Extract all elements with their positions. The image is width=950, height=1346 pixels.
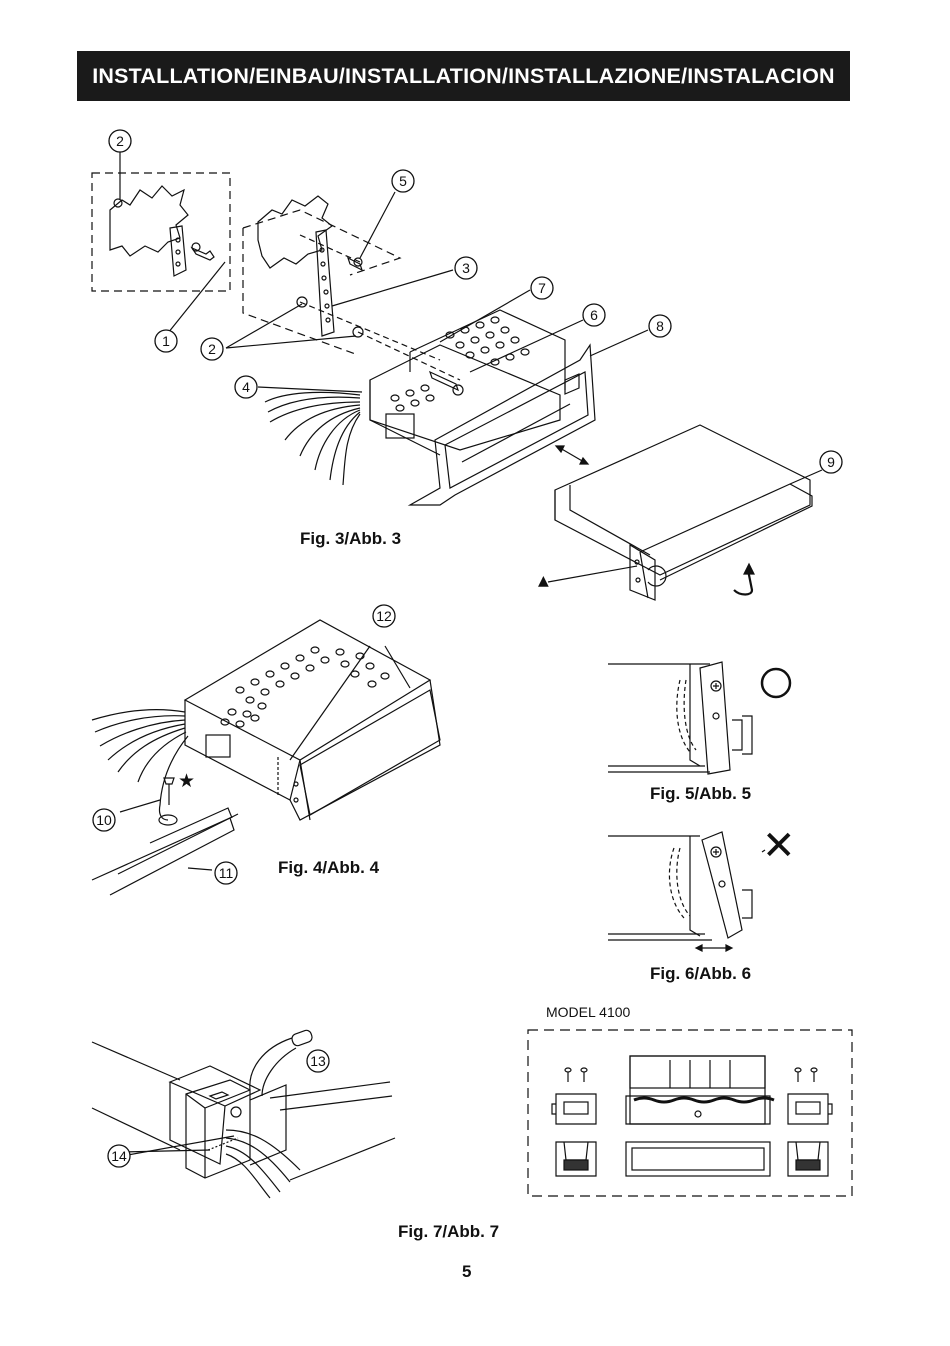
callout-12: 12 — [376, 608, 392, 624]
caption-fig4: Fig. 4/Abb. 4 — [278, 858, 380, 877]
callout-11: 11 — [219, 865, 234, 881]
caption-fig7: Fig. 7/Abb. 7 — [398, 1222, 500, 1241]
star-symbol: ★ — [178, 770, 196, 792]
section-banner: INSTALLATION/EINBAU/INSTALLATION/INSTALL… — [77, 51, 850, 101]
callout-14: 14 — [111, 1148, 127, 1164]
incorrect-symbol: ✕ — [762, 823, 796, 869]
callout-2: 2 — [208, 341, 216, 357]
figure-3-exploded-installation: 2 1 2 3 4 5 6 7 8 9 — [91, 129, 843, 601]
callout-2-top: 2 — [116, 133, 124, 149]
caption-fig3: Fig. 3/Abb. 3 — [300, 529, 402, 548]
page-number: 5 — [462, 1262, 472, 1281]
callout-13: 13 — [310, 1053, 326, 1069]
caption-fig6: Fig. 6/Abb. 6 — [650, 964, 752, 983]
callout-4: 4 — [242, 379, 250, 395]
figure-4-ground-connection: 12 10 11 — [91, 604, 441, 896]
figure-5-6-latch-detail — [608, 661, 792, 952]
triangle-symbol: ▲ — [538, 573, 549, 589]
callout-1: 1 — [162, 333, 170, 349]
callout-10: 10 — [96, 812, 112, 828]
model-label: MODEL 4100 — [546, 1004, 631, 1020]
callout-7: 7 — [538, 280, 546, 296]
callout-6: 6 — [590, 307, 598, 323]
callout-9: 9 — [827, 454, 835, 470]
callout-8: 8 — [656, 318, 664, 334]
caption-fig5: Fig. 5/Abb. 5 — [650, 784, 752, 803]
callout-3: 3 — [462, 260, 470, 276]
callout-5: 5 — [399, 173, 407, 189]
